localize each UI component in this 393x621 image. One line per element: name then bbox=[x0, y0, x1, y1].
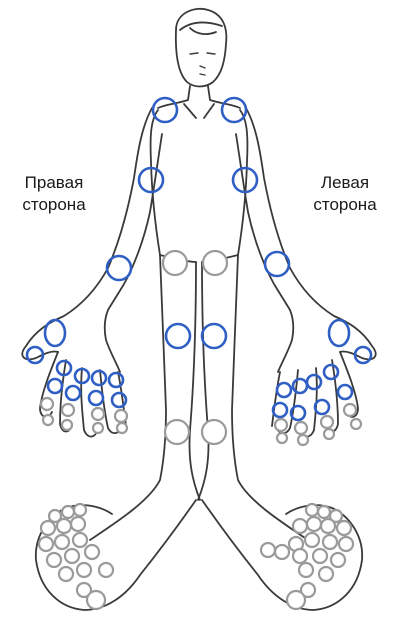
right-finger-joint bbox=[92, 408, 104, 420]
right-side-label: Правая сторона bbox=[4, 172, 104, 216]
right-toe-joint bbox=[71, 517, 85, 531]
left-toe-joint bbox=[305, 533, 319, 547]
left-toe-joint bbox=[293, 549, 307, 563]
right-side-label-line2: сторона bbox=[4, 194, 104, 216]
affected-joints bbox=[27, 98, 371, 420]
right-toe-joint bbox=[55, 535, 69, 549]
right-hand-joint bbox=[109, 373, 123, 387]
left-toe-joint bbox=[319, 567, 333, 581]
right-ankle-joint bbox=[165, 420, 189, 444]
right-toe-joint bbox=[57, 519, 71, 533]
left-finger-joint bbox=[344, 404, 356, 416]
right-finger-joint bbox=[41, 398, 53, 410]
left-ankle-joint bbox=[202, 420, 226, 444]
left-hand-joint bbox=[324, 365, 338, 379]
right-toe-joint bbox=[65, 549, 79, 563]
right-knee-joint bbox=[166, 324, 190, 348]
right-toe-joint bbox=[99, 563, 113, 577]
left-thumb-base-joint bbox=[329, 320, 349, 346]
right-toe-joint bbox=[62, 506, 74, 518]
left-toe-joint bbox=[299, 563, 313, 577]
left-toe-joint bbox=[313, 549, 327, 563]
left-finger-joint bbox=[351, 419, 361, 429]
left-side-label: Левая сторона bbox=[297, 172, 393, 216]
left-finger-joint bbox=[275, 419, 287, 431]
left-finger-joint bbox=[321, 416, 333, 428]
torso bbox=[151, 86, 248, 255]
right-hip-joint bbox=[163, 251, 187, 275]
right-hand-joint bbox=[89, 391, 103, 405]
right-toe-joint bbox=[73, 533, 87, 547]
left-side-label-line1: Левая bbox=[297, 172, 393, 194]
right-toe-joint bbox=[41, 521, 55, 535]
left-hand-joint bbox=[293, 379, 307, 393]
right-hand-joint bbox=[112, 393, 126, 407]
right-big-toe-joint bbox=[87, 591, 105, 609]
left-big-toe-joint bbox=[287, 591, 305, 609]
right-finger-joint bbox=[62, 420, 72, 430]
right-thumb-base-joint bbox=[45, 320, 65, 346]
left-toe-joint bbox=[331, 553, 345, 567]
left-toe-joint bbox=[306, 504, 318, 516]
left-hand-joint bbox=[315, 400, 329, 414]
right-hand-joint bbox=[92, 371, 106, 385]
right-side-label-line1: Правая bbox=[4, 172, 104, 194]
left-finger-joint bbox=[277, 433, 287, 443]
right-toe-joint bbox=[39, 537, 53, 551]
left-knee-joint bbox=[202, 324, 226, 348]
right-finger-joint bbox=[43, 415, 53, 425]
left-toe-joint bbox=[337, 521, 351, 535]
head bbox=[176, 9, 227, 87]
right-toe-joint bbox=[85, 545, 99, 559]
right-finger-joint bbox=[117, 423, 127, 433]
right-finger-joint bbox=[115, 410, 127, 422]
left-finger-joint bbox=[324, 429, 334, 439]
left-finger-joint bbox=[295, 422, 307, 434]
right-toe-joint bbox=[77, 563, 91, 577]
right-toe-joint bbox=[59, 567, 73, 581]
left-side-label-line2: сторона bbox=[297, 194, 393, 216]
right-wrist-joint bbox=[107, 256, 131, 280]
left-toe-joint bbox=[339, 537, 353, 551]
left-toe-joint bbox=[323, 535, 337, 549]
left-toe-joint bbox=[318, 506, 330, 518]
left-toe-joint bbox=[275, 545, 289, 559]
left-toe-joint bbox=[307, 517, 321, 531]
left-shoulder-joint bbox=[222, 98, 246, 122]
left-hand-joint bbox=[277, 383, 291, 397]
right-hand-joint bbox=[48, 379, 62, 393]
right-toe-joint bbox=[47, 553, 61, 567]
right-toe-joint bbox=[74, 504, 86, 516]
left-hip-joint bbox=[203, 251, 227, 275]
left-hand-joint bbox=[307, 375, 321, 389]
left-toe-joint bbox=[261, 543, 275, 557]
left-hand-joint bbox=[273, 403, 287, 417]
right-shoulder-joint bbox=[153, 98, 177, 122]
unaffected-joints bbox=[39, 251, 361, 609]
left-toe-joint bbox=[321, 519, 335, 533]
left-finger-joint bbox=[298, 435, 308, 445]
left-wrist-joint bbox=[265, 252, 289, 276]
right-finger-joint bbox=[62, 404, 74, 416]
left-hand-joint bbox=[338, 385, 352, 399]
right-finger-joint bbox=[93, 423, 103, 433]
right-hand-joint bbox=[66, 386, 80, 400]
left-toe-joint bbox=[293, 519, 307, 533]
